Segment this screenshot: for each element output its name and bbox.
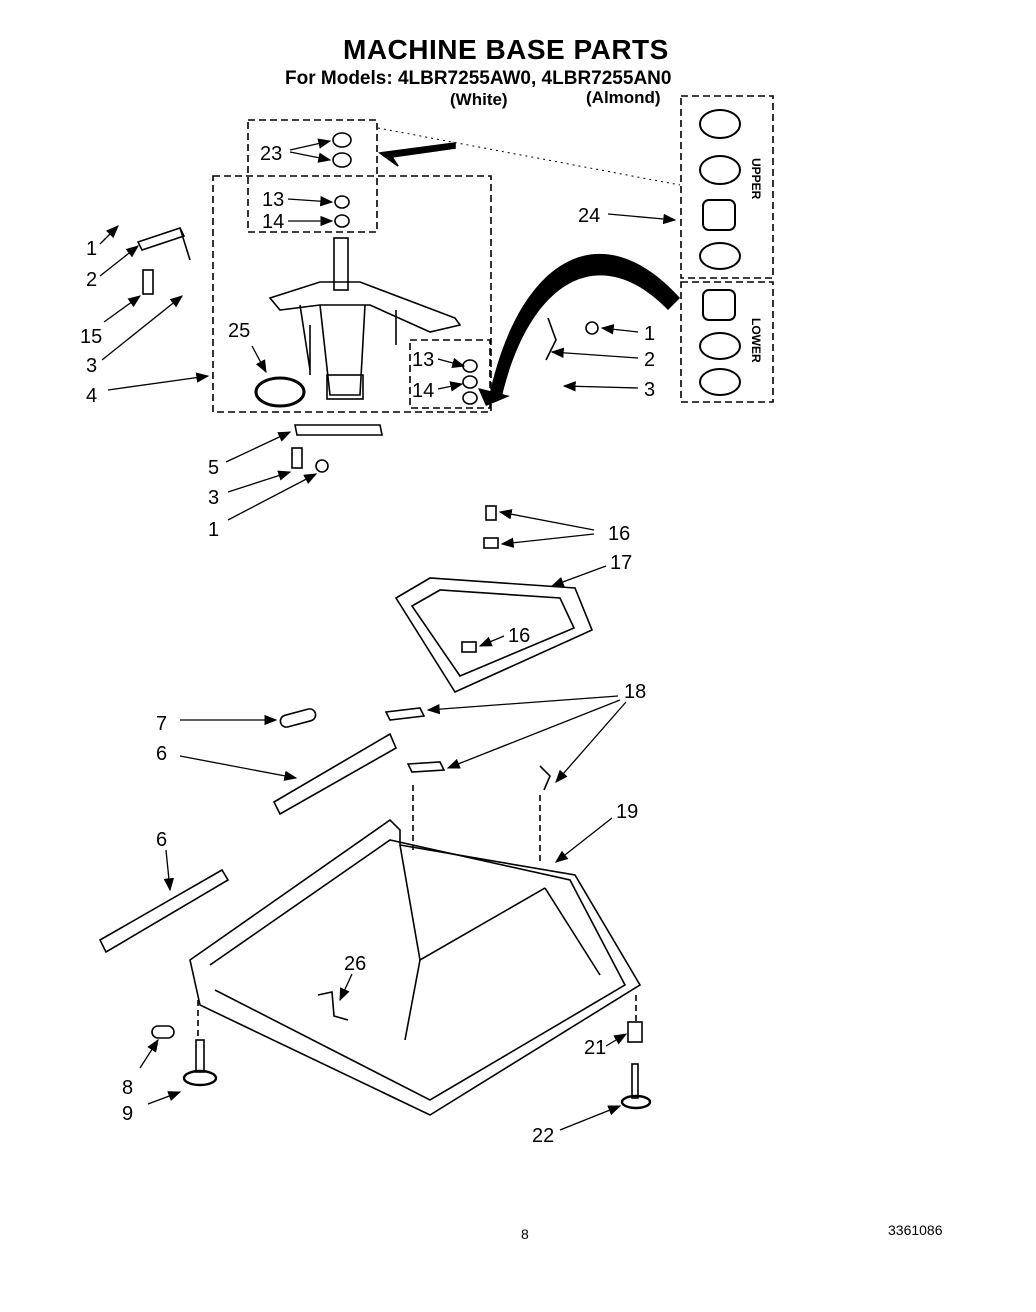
- callout-13-upper: 13: [262, 189, 284, 211]
- callout-5: 5: [208, 457, 219, 479]
- bracket-part-2-left: [136, 227, 191, 261]
- bracket-part-2-right: [545, 317, 557, 361]
- callout-3-left: 3: [86, 355, 97, 377]
- bracket-part-26: [317, 991, 349, 1021]
- callout-22: 22: [532, 1125, 554, 1147]
- base-assembly-box: [212, 175, 492, 413]
- bolt-part-1: [315, 459, 329, 473]
- clip-part-18-c: [539, 765, 551, 791]
- upper-kit-label: UPPER: [749, 158, 763, 200]
- part-25-seal-ring: [254, 376, 306, 408]
- strap-part-6-upper: [272, 732, 398, 816]
- cap-part-21: [627, 1021, 643, 1043]
- strap-part-6-lower: [98, 868, 230, 954]
- nut-part-8: [151, 1025, 175, 1039]
- upper-bearing-kit-parts: [699, 109, 741, 270]
- variant-white-label: (White): [450, 90, 508, 109]
- callout-2-left: 2: [86, 269, 97, 291]
- lower-bearing-kit-box: [680, 281, 774, 403]
- callout-labels: 23 13 14 24 1 2 15 3 25 4 1 2 3 13 14 5 …: [80, 143, 655, 1147]
- callout-15: 15: [80, 326, 102, 348]
- callout-3-lower: 3: [208, 487, 219, 509]
- part-23-bearings: [332, 132, 352, 168]
- callout-3-right: 3: [644, 379, 655, 401]
- foot-part-22: [620, 1094, 652, 1110]
- upper-bearing-kit-box: [680, 95, 774, 279]
- spring-part-15: [142, 269, 154, 295]
- clip-part-16-b: [483, 537, 499, 549]
- bolt-part-1-right: [585, 321, 599, 335]
- page-number: 8: [521, 1226, 529, 1242]
- clip-part-16-c: [461, 641, 477, 653]
- callout-2-right: 2: [644, 349, 655, 371]
- callout-1-lower: 1: [208, 519, 219, 541]
- bracket-part-5: [294, 424, 383, 436]
- callout-7: 7: [156, 713, 167, 735]
- curved-arrow: [490, 253, 680, 396]
- lower-kit-label: LOWER: [749, 318, 763, 363]
- callout-23: 23: [260, 143, 282, 165]
- parts-13-14-box: [409, 339, 491, 409]
- direction-arrow: [377, 142, 456, 167]
- callout-6-lower: 6: [156, 829, 167, 851]
- top-assembly: [136, 95, 774, 473]
- callout-24: 24: [578, 205, 600, 227]
- callout-8: 8: [122, 1077, 133, 1099]
- callout-6-upper: 6: [156, 743, 167, 765]
- frame-part-17: [394, 577, 594, 694]
- callout-1-right: 1: [644, 323, 655, 345]
- variant-almond-label: (Almond): [586, 88, 661, 107]
- page-title: MACHINE BASE PARTS: [343, 34, 669, 65]
- callout-4: 4: [86, 385, 97, 407]
- leader-lines: [99, 138, 677, 1131]
- callout-18: 18: [624, 681, 646, 703]
- lower-bearing-kit-parts: [699, 289, 741, 396]
- callout-1-left: 1: [86, 238, 97, 260]
- model-subtitle: For Models: 4LBR7255AW0, 4LBR7255AN0: [285, 68, 672, 89]
- callout-16-lower: 16: [508, 625, 530, 647]
- callout-26: 26: [344, 953, 366, 975]
- callout-25: 25: [228, 320, 250, 342]
- clip-part-18-a: [384, 707, 426, 721]
- spring-part-3: [291, 447, 303, 469]
- clip-part-18-b: [406, 761, 446, 773]
- callout-17: 17: [610, 552, 632, 574]
- callout-14-lower: 14: [412, 380, 434, 402]
- part-13-14-washers: [334, 195, 350, 228]
- spindle-base-part-4: [268, 237, 462, 400]
- callout-13-lower: 13: [412, 349, 434, 371]
- spring-part-7: [279, 708, 317, 728]
- callout-16-upper: 16: [608, 523, 630, 545]
- callout-9: 9: [122, 1103, 133, 1125]
- document-number: 3361086: [888, 1222, 943, 1238]
- middle-assembly: [272, 505, 594, 816]
- foot-part-9: [182, 1069, 218, 1087]
- callout-14-upper: 14: [262, 211, 284, 233]
- clip-part-16-a: [485, 505, 497, 521]
- base-frame-part-19: [98, 785, 652, 1116]
- callout-19: 19: [616, 801, 638, 823]
- callout-21: 21: [584, 1037, 606, 1059]
